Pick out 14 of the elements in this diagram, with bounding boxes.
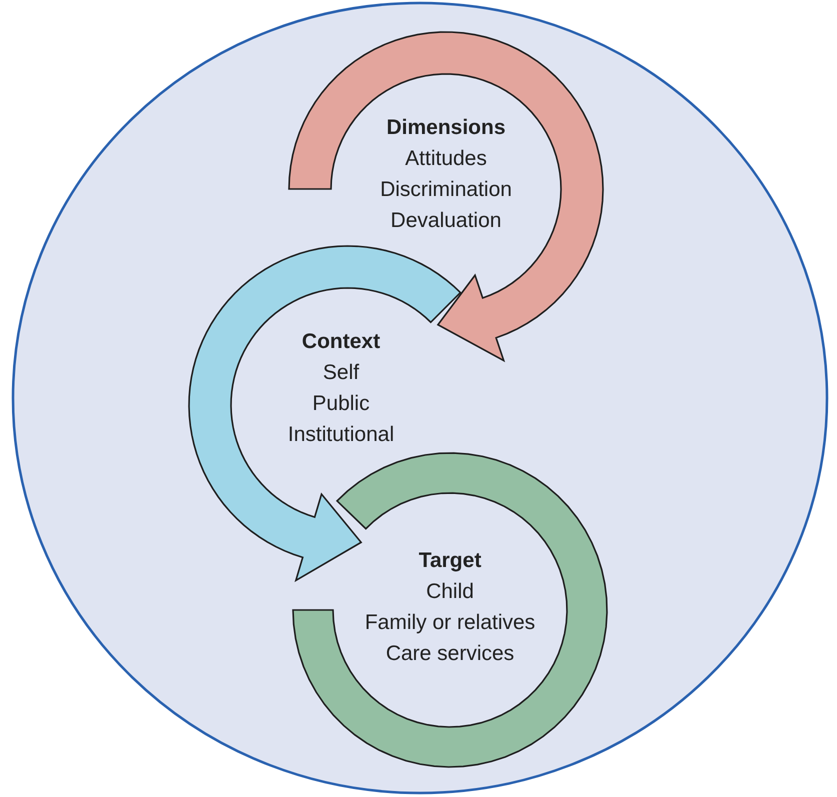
curved-arrow [288,31,604,362]
list-item: Institutional [288,422,394,448]
list-item: Discrimination [380,177,512,203]
heading: Context [302,329,380,355]
list-item: Self [322,360,360,386]
list-item: Public [312,391,370,417]
list-item: Devaluation [390,208,502,234]
list-item: Child [426,579,474,605]
list-item: Attitudes [405,146,487,172]
heading: Target [418,548,482,574]
list-item: Care services [386,641,514,667]
list-item: Family or relatives [364,610,536,636]
curved-arrow [188,245,462,582]
heading: Dimensions [386,115,506,141]
